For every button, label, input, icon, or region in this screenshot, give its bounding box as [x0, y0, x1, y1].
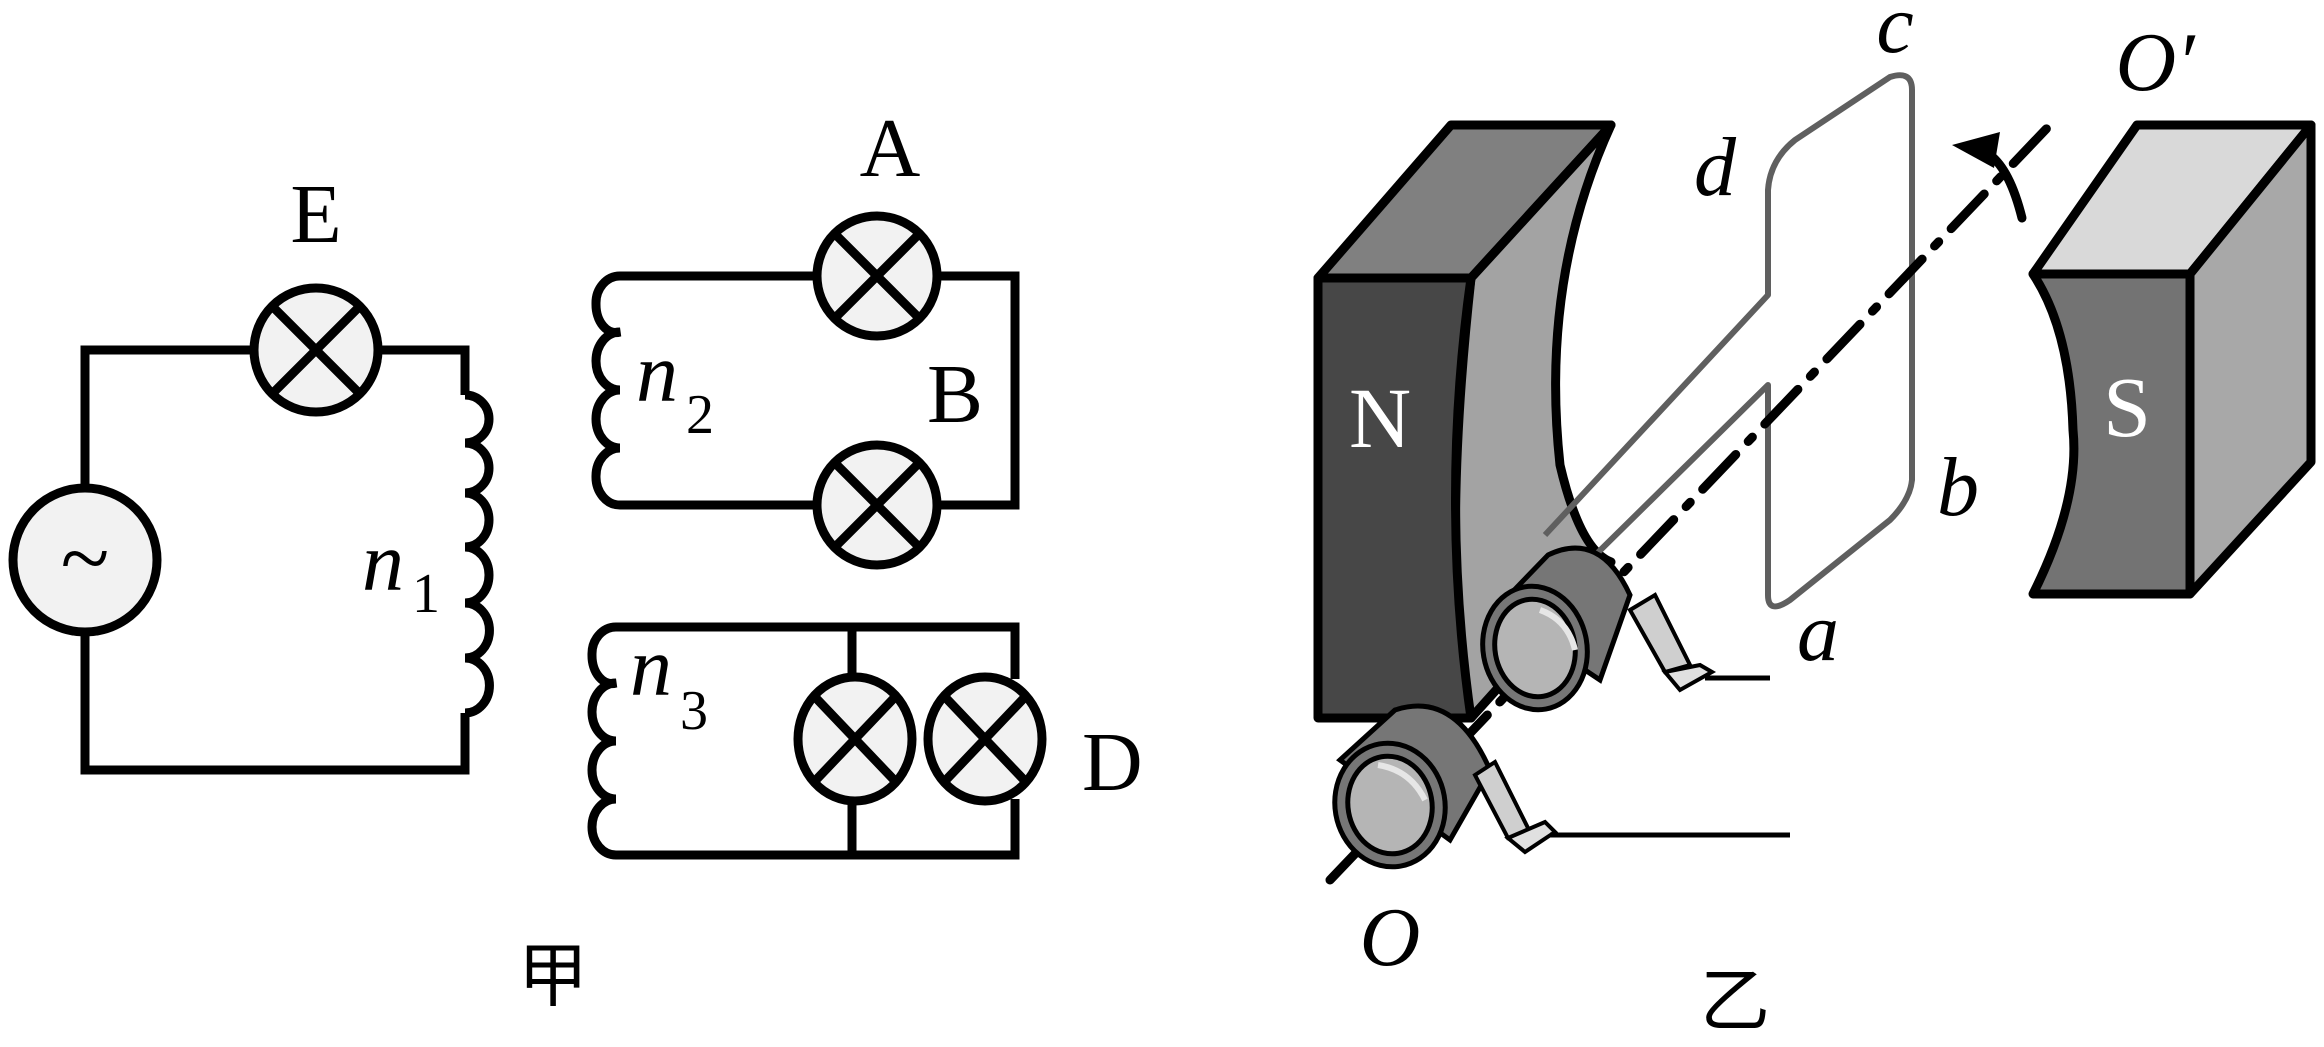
secondary-circuit-1	[591, 271, 1020, 510]
lamp-b-icon	[812, 440, 942, 570]
coil-label-c: c	[1876, 0, 1913, 71]
lamp-d-label: D	[1082, 716, 1143, 809]
caption-yi: 乙	[1700, 964, 1770, 1041]
south-magnet-front-face	[2028, 269, 2195, 599]
lamp-e-label: E	[290, 168, 341, 261]
secondary-circuit-2	[587, 622, 1020, 860]
lamp-b-label: B	[927, 348, 983, 441]
slip-ring-back	[1332, 703, 1493, 870]
secondary-1-wire	[620, 271, 1020, 510]
north-pole-label: N	[1349, 370, 1411, 466]
secondary-coil-n2-icon	[591, 271, 622, 510]
brush-back-icon	[1472, 759, 1559, 855]
south-pole-label: S	[2103, 359, 2151, 455]
lamp-c-icon	[793, 672, 917, 806]
ac-source-icon: ~	[8, 483, 162, 637]
south-magnet	[2028, 120, 2316, 599]
coil-label-d: d	[1694, 121, 1737, 214]
primary-wire	[80, 345, 470, 775]
axis-label-o: O	[1360, 891, 1421, 984]
rotating-coil-abcd	[1542, 72, 1915, 610]
lamp-a-icon	[812, 211, 942, 341]
coil-label-a: a	[1797, 586, 1839, 679]
north-magnet-front-face	[1313, 273, 1476, 723]
figure-yi: N	[1313, 0, 2316, 1041]
lamp-a-label: A	[860, 102, 921, 195]
ac-source-symbol: ~	[61, 509, 110, 608]
secondary-coil-n3-icon	[587, 622, 618, 860]
lamp-d-icon	[923, 672, 1047, 806]
slip-ring-front	[1480, 545, 1633, 713]
primary-circuit	[80, 345, 494, 775]
rotation-direction-arrow-icon	[1952, 132, 2027, 223]
secondary-2-wire	[616, 622, 1020, 860]
axis-label-o-prime: O′	[2115, 16, 2196, 109]
coil-label-b: b	[1937, 441, 1979, 534]
brush-front-icon	[1627, 592, 1717, 693]
caption-jia: 甲	[518, 939, 588, 1016]
lamp-e-icon	[249, 283, 383, 417]
primary-coil-n1-icon	[464, 390, 494, 718]
rotation-axis-oo	[1325, 120, 2055, 885]
